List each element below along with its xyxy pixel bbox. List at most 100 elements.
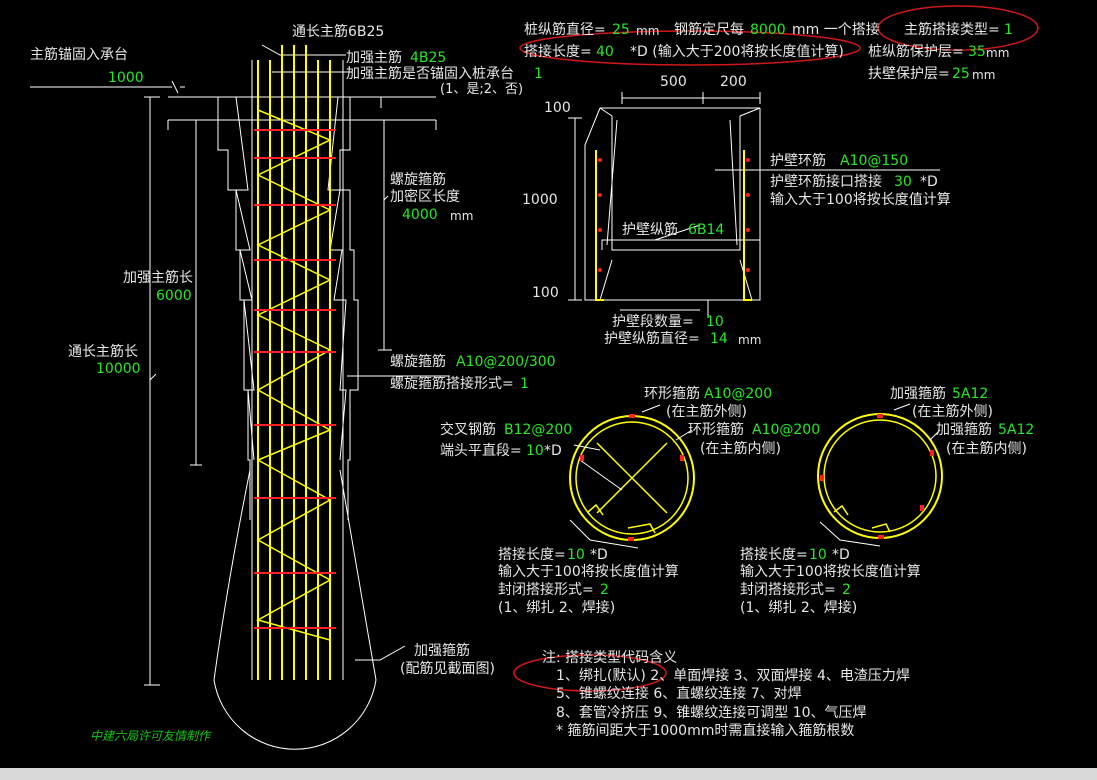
sec1-ring-in-label: 环形箍筋: [688, 422, 744, 438]
elevation-dimensions: [30, 44, 450, 686]
pile-outline: [167, 60, 437, 750]
sec1-closed-label: 封闭搭接形式=: [498, 582, 594, 598]
fixed-length-value[interactable]: 8000: [750, 22, 786, 38]
wall-cover-unit: mm: [972, 68, 996, 82]
long-len-value[interactable]: 10000: [96, 361, 141, 377]
wall-height-100-bottom: 100: [532, 285, 559, 301]
wall-long-bar-value[interactable]: 6B14: [688, 222, 725, 238]
pile-dia-value[interactable]: 25: [612, 22, 630, 38]
strong-stirrup-label: 加强箍筋: [414, 643, 470, 659]
wall-cover-value[interactable]: 25: [952, 66, 970, 82]
wall-section: [568, 92, 940, 318]
sec1-ring-in-value[interactable]: A10@200: [752, 422, 821, 438]
notes-row-2: 5、锥螺纹连接 6、直螺纹连接 7、对焊: [556, 686, 802, 702]
sec1-cross-label: 交叉钢筋: [440, 422, 496, 438]
strong-len-label: 加强主筋长: [123, 270, 193, 286]
sec1-ring-out-label: 环形箍筋: [644, 386, 700, 402]
strong-main-bar-label: 加强主筋: [346, 50, 402, 66]
wall-height-100-top: 100: [544, 100, 571, 116]
sec1-lap-note: 输入大于100将按长度值计算: [498, 564, 679, 580]
long-len-label: 通长主筋长: [68, 344, 138, 360]
highlight-ellipses: [513, 5, 1039, 692]
pile-dia-label: 桩纵筋直径=: [524, 22, 606, 38]
wall-width-200: 200: [720, 74, 747, 90]
strong-stirrup-note: (配筋见截面图): [400, 661, 495, 677]
sec2-lap-value[interactable]: 10: [809, 547, 827, 563]
wall-height-1000: 1000: [522, 192, 558, 208]
cover-value[interactable]: 35: [968, 44, 986, 60]
sec1-lap-value[interactable]: 10: [567, 547, 585, 563]
author-signature: 中建六局许可友情制作: [90, 729, 211, 743]
spiral-dense-value[interactable]: 4000: [402, 207, 438, 223]
lap-type-label: 主筋搭接类型=: [904, 22, 1000, 38]
sec1-closed-options: (1、绑扎 2、焊接): [498, 600, 616, 616]
spiral-label: 螺旋箍筋: [390, 354, 446, 370]
sec1-cross-value[interactable]: B12@200: [504, 422, 573, 438]
sec2-out-note: (在主筋外侧): [912, 404, 993, 420]
strong-anchor-options: (1、是;2、否): [440, 82, 524, 97]
cover-unit: mm: [986, 46, 1010, 60]
fixed-length-label: 钢筋定尺每: [674, 22, 744, 38]
notes-row-4: * 箍筋间距大于1000mm时需直接输入箍筋根数: [556, 723, 855, 739]
sec1-end-seg-unit: *D: [544, 443, 562, 459]
wall-long-bar-label: 护壁纵筋: [622, 222, 678, 238]
sec2-in-value[interactable]: 5A12: [998, 422, 1035, 438]
lap-length-value[interactable]: 40: [596, 44, 614, 60]
lap-length-label: 搭接长度=: [524, 44, 592, 60]
bottom-status-bar: [0, 768, 1097, 780]
wall-rebars: [595, 150, 752, 301]
sec2-closed-label: 封闭搭接形式=: [740, 582, 836, 598]
wall-segment-count-label: 护壁段数量=: [612, 314, 694, 330]
anchor-main-label: 主筋锚固入承台: [30, 47, 128, 63]
section-1: [569, 404, 695, 549]
wall-long-dia-value[interactable]: 14: [710, 331, 728, 347]
sec2-out-label: 加强箍筋: [890, 386, 946, 402]
wall-ring-lap-value[interactable]: 30: [894, 174, 912, 190]
notes-title: 注: 搭接类型代码含义: [542, 650, 678, 666]
fixed-length-tail: mm 一个搭接: [792, 22, 880, 38]
strong-len-value[interactable]: 6000: [156, 288, 192, 304]
strong-anchor-value[interactable]: 1: [534, 66, 543, 82]
wall-ring-lap-unit: *D: [920, 174, 938, 190]
spiral-lap-value[interactable]: 1: [520, 376, 529, 392]
sec1-ring-out-note: (在主筋外侧): [666, 404, 747, 420]
sec1-ring-in-note: (在主筋内侧): [700, 441, 781, 457]
section-2: [817, 403, 943, 547]
lap-length-tail: *D (输入大于200将按长度值计算): [630, 44, 844, 60]
sec1-lap-label: 搭接长度=: [498, 547, 566, 563]
spiral-dense-label-2: 加密区长度: [390, 189, 460, 205]
sec1-ring-out-value[interactable]: A10@200: [704, 386, 773, 402]
wall-long-dia-label: 护壁纵筋直径=: [604, 331, 700, 347]
wall-segment-count-value[interactable]: 10: [706, 314, 724, 330]
strong-anchor-label: 加强主筋是否锚固入桩承台: [346, 66, 514, 82]
sec2-out-value[interactable]: 5A12: [952, 386, 989, 402]
wall-ring-label: 护壁环筋: [770, 153, 826, 169]
sec1-lap-unit: *D: [590, 547, 608, 563]
sec2-lap-note: 输入大于100将按长度值计算: [740, 564, 921, 580]
sec2-lap-unit: *D: [832, 547, 850, 563]
sec2-closed-value[interactable]: 2: [842, 582, 851, 598]
wall-ring-value[interactable]: A10@150: [840, 153, 909, 169]
wall-cover-label: 扶壁保护层=: [868, 66, 950, 82]
wall-long-dia-unit: mm: [738, 333, 762, 347]
sec2-in-label: 加强箍筋: [936, 422, 992, 438]
spiral-lap-label: 螺旋箍筋搭接形式=: [390, 376, 514, 392]
spiral-dense-unit: mm: [450, 209, 474, 223]
strong-main-bar-value[interactable]: 4B25: [410, 50, 447, 66]
notes-row-3: 8、套管冷挤压 9、锥螺纹连接可调型 10、气压焊: [556, 705, 867, 721]
sec1-end-seg-value[interactable]: 10: [526, 443, 544, 459]
spiral-value[interactable]: A10@200/300: [456, 354, 556, 370]
strengthening-hoops: [254, 129, 336, 629]
spiral-dense-label-1: 螺旋箍筋: [390, 172, 446, 188]
lap-type-value[interactable]: 1: [1004, 22, 1013, 38]
sec1-closed-value[interactable]: 2: [600, 582, 609, 598]
anchor-main-value[interactable]: 1000: [108, 70, 144, 86]
spiral-stirrup: [256, 109, 332, 641]
sec2-in-note: (在主筋内侧): [946, 441, 1027, 457]
main-bars: [257, 45, 331, 680]
sec2-lap-label: 搭接长度=: [740, 547, 808, 563]
wall-ring-lap-label: 护壁环筋接口搭接: [770, 174, 882, 190]
long-main-bar-label: 通长主筋6B25: [292, 24, 385, 40]
pile-dia-unit: mm: [636, 24, 660, 38]
